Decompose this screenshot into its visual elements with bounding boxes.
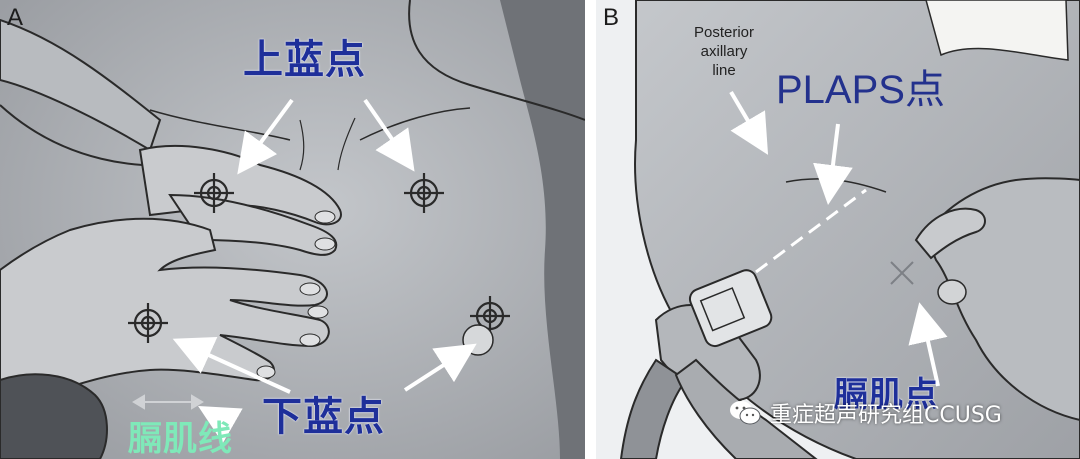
posterior-axillary-line-1: Posterior [694, 24, 755, 41]
panel-b: B Posterior axillary line PLAPS点 膈肌点 重症超… [596, 0, 1080, 459]
lower-blue-point-label: 下蓝点 [262, 394, 385, 440]
posterior-axillary-line-3: line [712, 61, 736, 79]
panel-divider [585, 0, 596, 459]
plaps-point-label: PLAPS点 [776, 68, 945, 112]
wechat-icon [730, 401, 761, 425]
diaphragm-point-label: 膈肌点 [834, 375, 939, 415]
watermark: 重症超声研究组CCUSG [728, 397, 1002, 429]
panel-a: A 上蓝点 下蓝点 膈肌线 [0, 0, 585, 459]
diaphragm-line-label: 膈肌线 [128, 419, 233, 459]
target-upper-left [194, 173, 234, 213]
posterior-axillary-line-label: Posterior axillary line [694, 24, 754, 80]
chest-illustration [0, 0, 585, 459]
upper-blue-point-label: 上蓝点 [243, 37, 366, 83]
posterior-axillary-line-2: axillary [700, 42, 748, 60]
panel-b-letter: B [603, 4, 620, 31]
lateral-chest-illustration [596, 0, 1080, 459]
watermark-text: 重症超声研究组CCUSG [770, 403, 1002, 428]
panel-a-letter: A [7, 4, 24, 31]
